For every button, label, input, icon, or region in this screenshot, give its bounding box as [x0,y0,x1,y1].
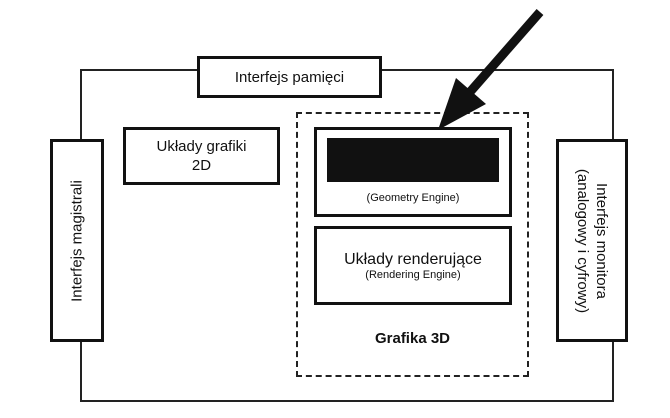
graphics-3d-label: Grafika 3D [374,330,451,347]
geometry-engine-label: (Geometry Engine) [366,192,460,204]
rendering-engine-title: Układy renderujące [344,251,482,268]
rendering-engine-subtitle: (Rendering Engine) [365,269,461,281]
memory-interface-box: Interfejs pamięci [197,56,382,98]
memory-interface-label: Interfejs pamięci [234,68,345,86]
graphics-2d-box: Układy grafiki 2D [123,127,280,185]
graphics-2d-label-line2: 2D [191,157,212,174]
geometry-engine-redacted-block [327,138,499,182]
rendering-engine-box: Układy renderujące (Rendering Engine) [314,226,512,305]
graphics-3d-region [296,112,529,377]
bus-interface-box: Interfejs magistrali [50,139,104,342]
graphics-2d-label-line1: Układy grafiki [156,138,247,155]
geometry-engine-box: (Geometry Engine) [314,127,512,217]
monitor-interface-box: Interfejs monitora (analogowy i cyfrowy) [556,139,628,342]
